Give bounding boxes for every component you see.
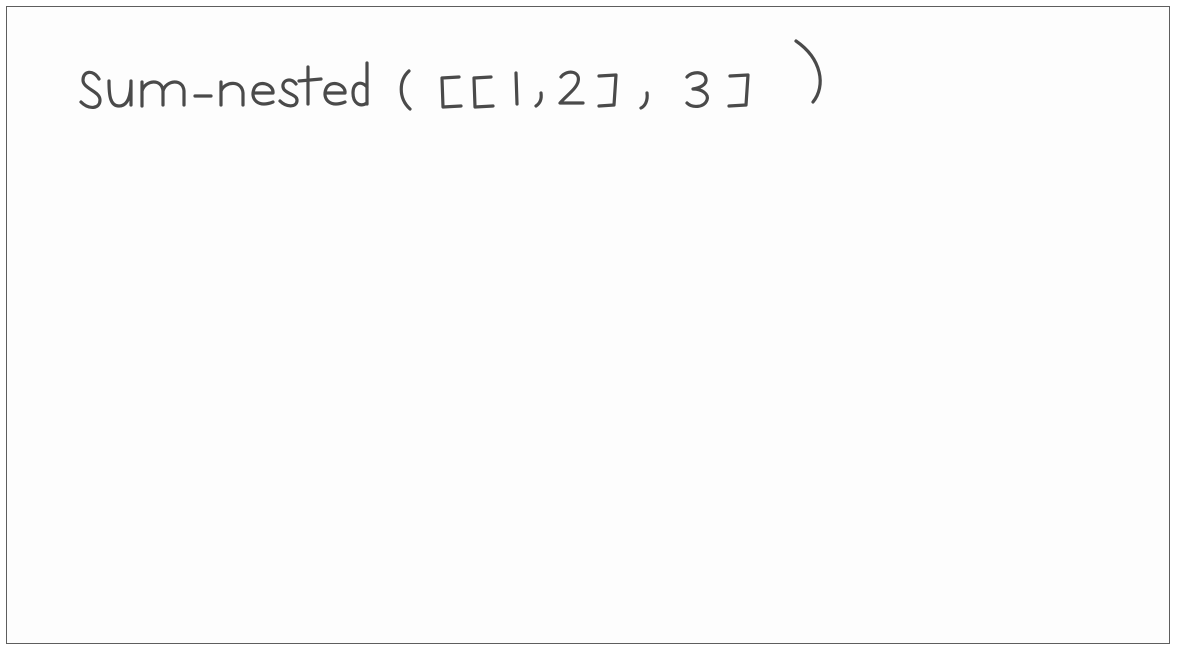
glyph-open-paren [399,69,412,111]
glyph-e-1 [251,81,275,106]
glyph-s-2 [278,78,299,108]
glyph-two [558,70,585,105]
glyph-close-paren [794,39,822,104]
glyph-open-bracket-1 [440,75,463,109]
glyph-open-bracket-2 [472,75,495,109]
handwritten-expression [79,39,822,111]
glyph-t [297,65,323,106]
glyph-m [140,80,186,108]
glyph-close-bracket-1 [597,73,618,108]
glyph-d [351,61,369,107]
glyph-n [219,80,245,107]
glyph-one [514,71,519,106]
glyph-comma-1 [534,91,543,108]
glyph-close-bracket-2 [727,73,750,108]
glyph-u [107,79,133,108]
glyph-s [79,70,102,109]
note-card: sum-nested([[1,2],3]) [6,6,1170,644]
glyph-e-2 [323,81,347,106]
glyph-three [685,71,709,108]
glyph-comma-2 [639,91,649,110]
